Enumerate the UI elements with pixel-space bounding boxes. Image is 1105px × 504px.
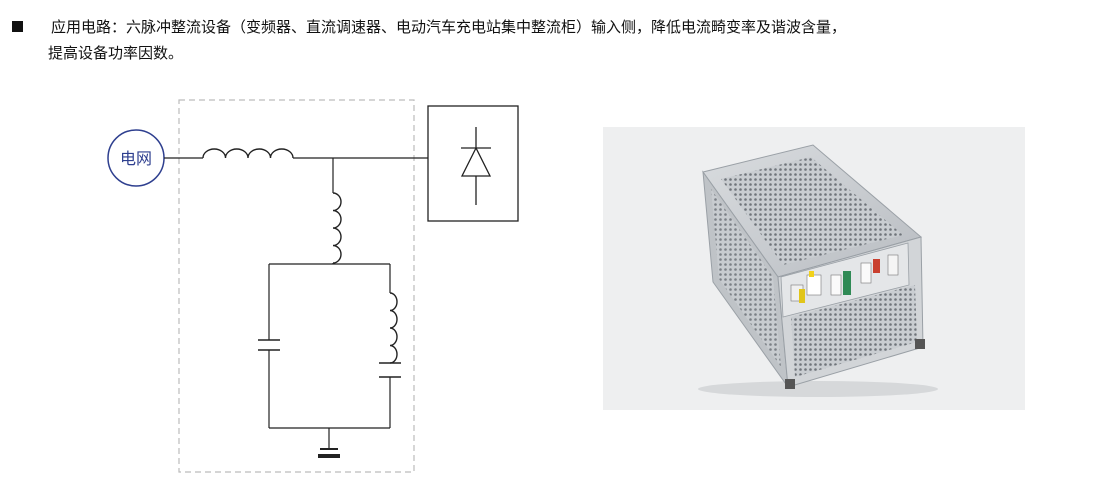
shunt-inductor: [332, 192, 342, 264]
ground-icon: [318, 448, 340, 458]
bullet-text-line1: 应用电路：六脉冲整流设备（变频器、直流调速器、电动汽车充电站集中整流柜）输入侧，…: [51, 18, 847, 36]
harmonic-filter-illustration: [698, 144, 938, 397]
bullet-square-icon: [12, 21, 23, 32]
filter-boundary-dashed-box: [178, 99, 415, 473]
bullet-text-line2: 提高设备功率因数。: [48, 44, 184, 62]
diode-icon: [460, 127, 492, 205]
series-inductor: [202, 148, 294, 159]
grid-label: 电网: [120, 149, 152, 168]
application-bullet: 应用电路：六脉冲整流设备（变频器、直流调速器、电动汽车充电站集中整流柜）输入侧，…: [12, 14, 1097, 66]
tuned-inductor: [389, 292, 398, 364]
product-photo: [603, 127, 1025, 410]
